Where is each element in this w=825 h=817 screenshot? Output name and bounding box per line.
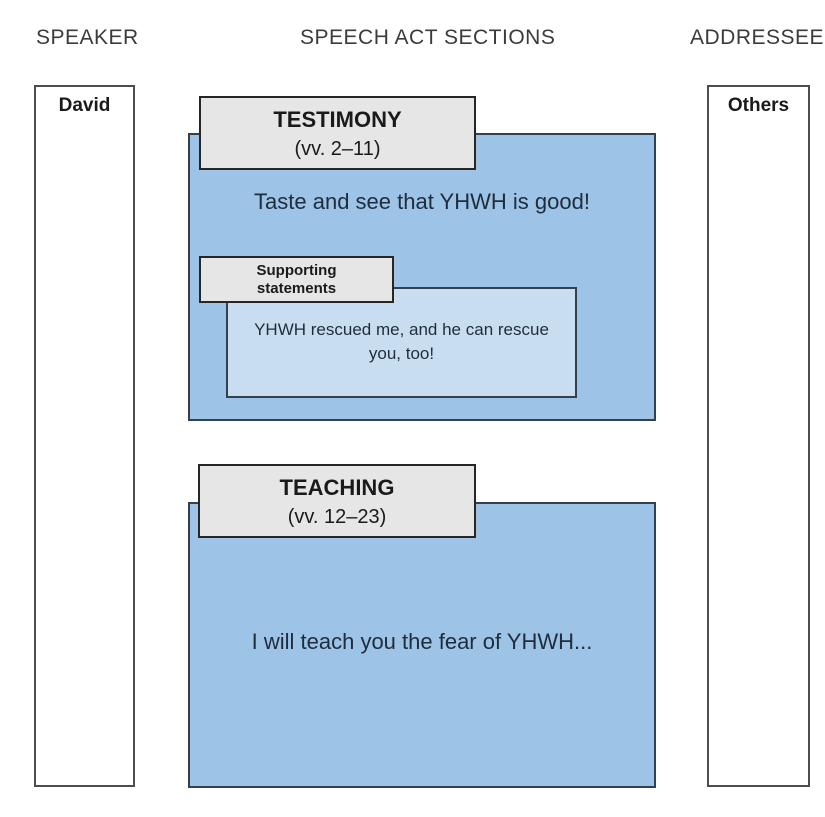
speaker-box: David bbox=[34, 85, 135, 787]
teaching-section-text: I will teach you the fear of YHWH... bbox=[251, 629, 593, 654]
testimony-tab-title: TESTIMONY bbox=[273, 107, 402, 132]
speaker-label: David bbox=[58, 95, 111, 116]
addressee-label: Others bbox=[727, 95, 790, 116]
column-header-speaker: SPEAKER bbox=[36, 26, 139, 49]
supporting-statements-tab: Supporting statements bbox=[199, 256, 394, 303]
teaching-section-body: I will teach you the fear of YHWH... bbox=[188, 502, 656, 788]
column-header-addressee: ADDRESSEE bbox=[690, 26, 825, 49]
addressee-box: Others bbox=[707, 85, 810, 787]
testimony-section-text: Taste and see that YHWH is good! bbox=[254, 189, 590, 214]
teaching-tab-title: TEACHING bbox=[279, 475, 395, 500]
supporting-statements-body: YHWH rescued me, and he can rescue you, … bbox=[226, 287, 577, 398]
supporting-statements-label: Supporting statements bbox=[256, 261, 337, 297]
supporting-statements-text: YHWH rescued me, and he can rescue you, … bbox=[254, 320, 549, 363]
teaching-tab-verses: (vv. 12–23) bbox=[287, 506, 387, 528]
testimony-section-tab: TESTIMONY (vv. 2–11) bbox=[199, 96, 476, 170]
teaching-section-tab: TEACHING (vv. 12–23) bbox=[198, 464, 476, 538]
testimony-tab-verses: (vv. 2–11) bbox=[294, 138, 381, 160]
column-header-speech-act-sections: SPEECH ACT SECTIONS bbox=[300, 26, 556, 49]
